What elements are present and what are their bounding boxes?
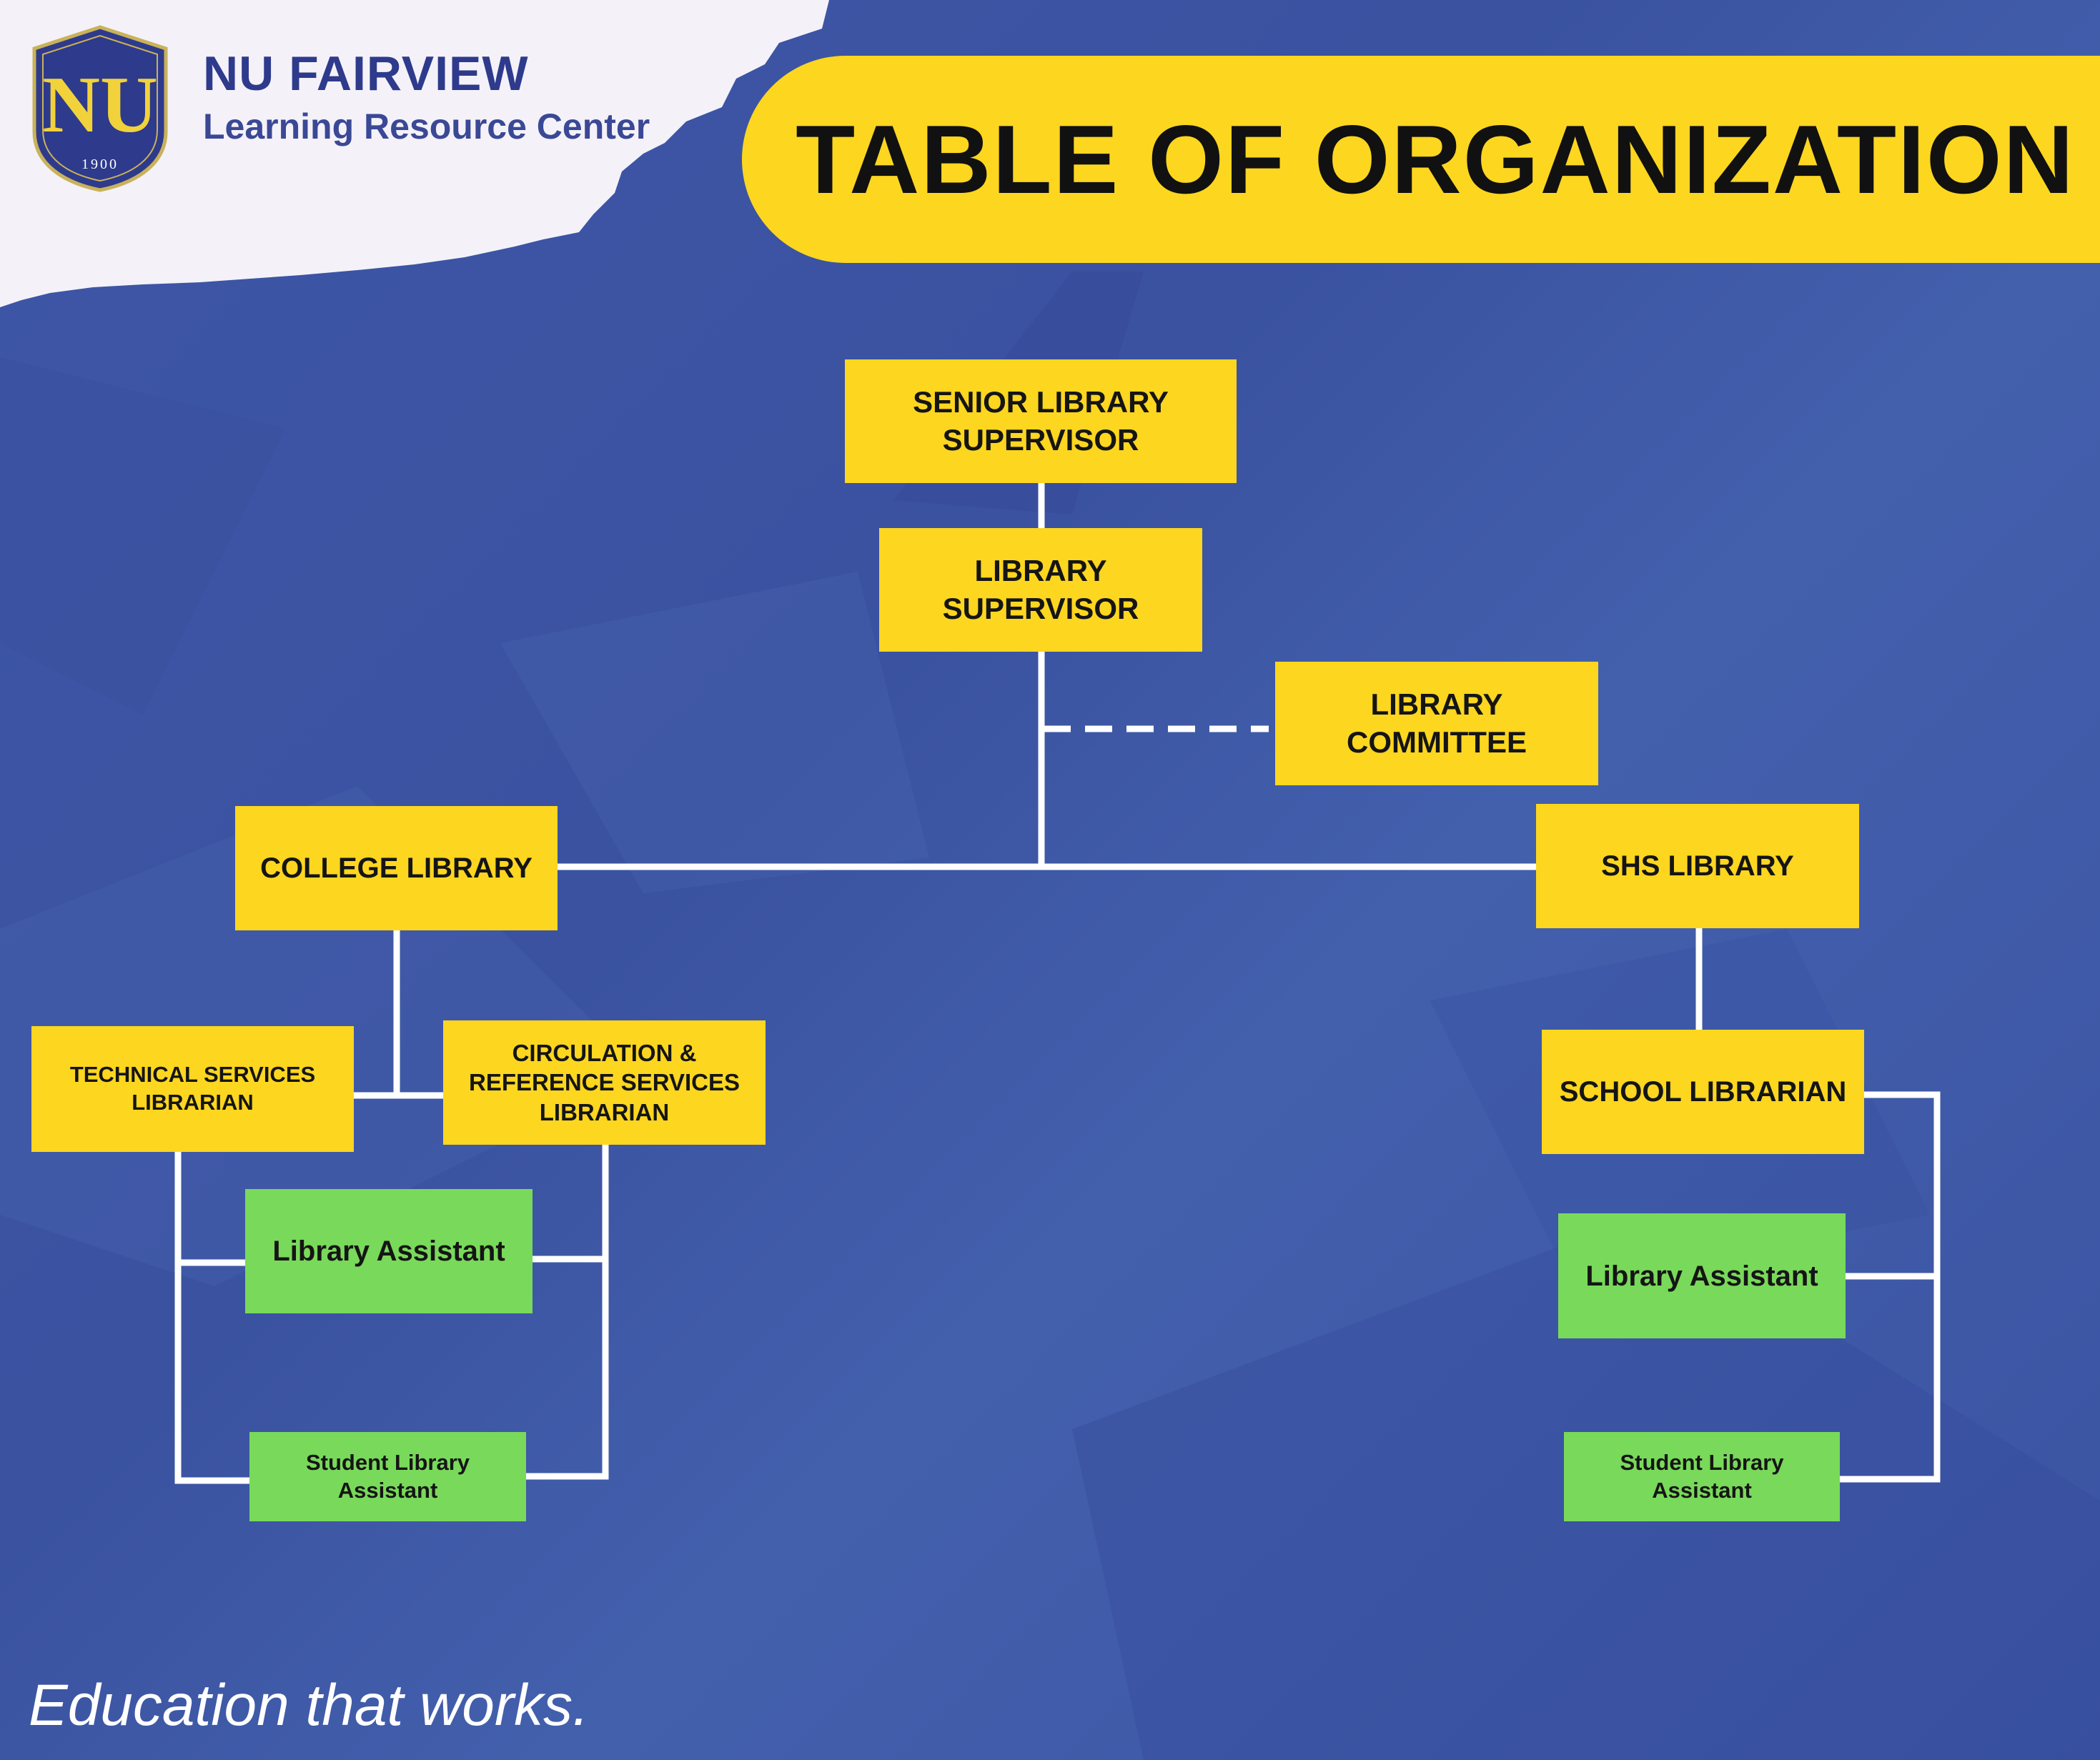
- library-committee-box: LIBRARY COMMITTEE: [1275, 662, 1598, 785]
- brand-name: NU FAIRVIEW: [203, 46, 529, 101]
- connector-circulation-right: [522, 1141, 609, 1480]
- college-library-box: COLLEGE LIBRARY: [235, 806, 558, 930]
- library-supervisor-box: LIBRARY SUPERVISOR: [879, 528, 1202, 652]
- shs-library-box: SHS LIBRARY: [1536, 804, 1859, 928]
- shs-library-assistant-box: Library Assistant: [1558, 1213, 1846, 1338]
- school-librarian-box: SCHOOL LIBRARIAN: [1542, 1030, 1864, 1154]
- tagline: Education that works.: [29, 1673, 589, 1738]
- college-library-assistant-box: Library Assistant: [245, 1189, 533, 1313]
- page-title: TABLE OF ORGANIZATION: [796, 105, 2075, 214]
- technical-services-librarian-box: TECHNICAL SERVICES LIBRARIAN: [31, 1026, 354, 1152]
- shs-student-library-assistant-box: Student Library Assistant: [1564, 1432, 1840, 1521]
- svg-text:1900: 1900: [81, 156, 119, 172]
- nu-crest-logo: NU 1900: [32, 25, 168, 192]
- circulation-reference-librarian-box: CIRCULATION & REFERENCE SERVICES LIBRARI…: [443, 1020, 766, 1145]
- college-student-library-assistant-box: Student Library Assistant: [249, 1432, 526, 1521]
- connector-technical-left: [174, 1148, 253, 1484]
- connector-school-right: [1836, 1091, 1941, 1483]
- title-banner: TABLE OF ORGANIZATION: [742, 56, 2100, 263]
- svg-text:NU: NU: [42, 61, 158, 149]
- senior-library-supervisor-box: SENIOR LIBRARY SUPERVISOR: [845, 359, 1237, 483]
- brand-subtitle: Learning Resource Center: [203, 106, 650, 146]
